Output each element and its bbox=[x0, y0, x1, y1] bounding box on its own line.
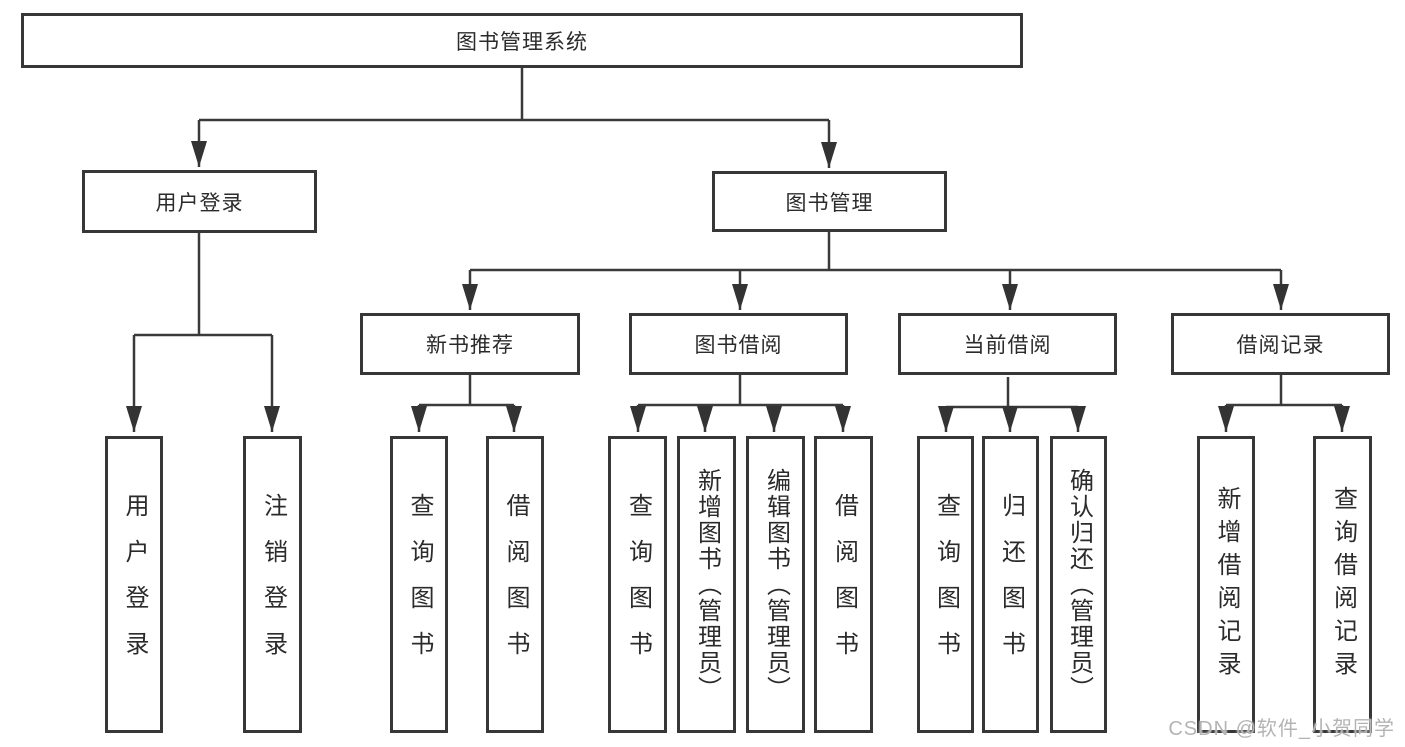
node-current-borrowing: 当前借阅 bbox=[898, 313, 1117, 375]
leaf-return-books: 归还图书 bbox=[982, 436, 1039, 733]
leaf-query-borrow-record: 查询借阅记录 bbox=[1313, 436, 1372, 733]
leaf-query-books-recommend: 查询图书 bbox=[390, 436, 448, 733]
leaf-query-books-borrow: 查询图书 bbox=[608, 436, 667, 733]
node-user-login: 用户登录 bbox=[82, 170, 317, 233]
csdn-watermark: CSDN @软件_小贺同学 bbox=[1168, 718, 1395, 740]
node-new-book-recommendation: 新书推荐 bbox=[360, 313, 580, 375]
leaf-user-login: 用户登录 bbox=[105, 436, 163, 733]
node-book-borrowing: 图书借阅 bbox=[629, 313, 848, 375]
leaf-confirm-return-admin: 确认归还（管理员） bbox=[1050, 436, 1107, 733]
node-book-management: 图书管理 bbox=[712, 171, 947, 232]
node-borrowing-records: 借阅记录 bbox=[1171, 313, 1390, 375]
leaf-query-books-current: 查询图书 bbox=[917, 436, 974, 733]
node-library-management-system: 图书管理系统 bbox=[21, 13, 1023, 68]
leaf-borrow-books: 借阅图书 bbox=[814, 436, 873, 733]
leaf-edit-books-admin: 编辑图书（管理员） bbox=[746, 436, 805, 733]
leaf-borrow-books-recommend: 借阅图书 bbox=[486, 436, 544, 733]
leaf-logout: 注销登录 bbox=[243, 436, 302, 733]
leaf-add-borrow-record: 新增借阅记录 bbox=[1197, 436, 1255, 733]
leaf-add-books-admin: 新增图书（管理员） bbox=[677, 436, 736, 733]
